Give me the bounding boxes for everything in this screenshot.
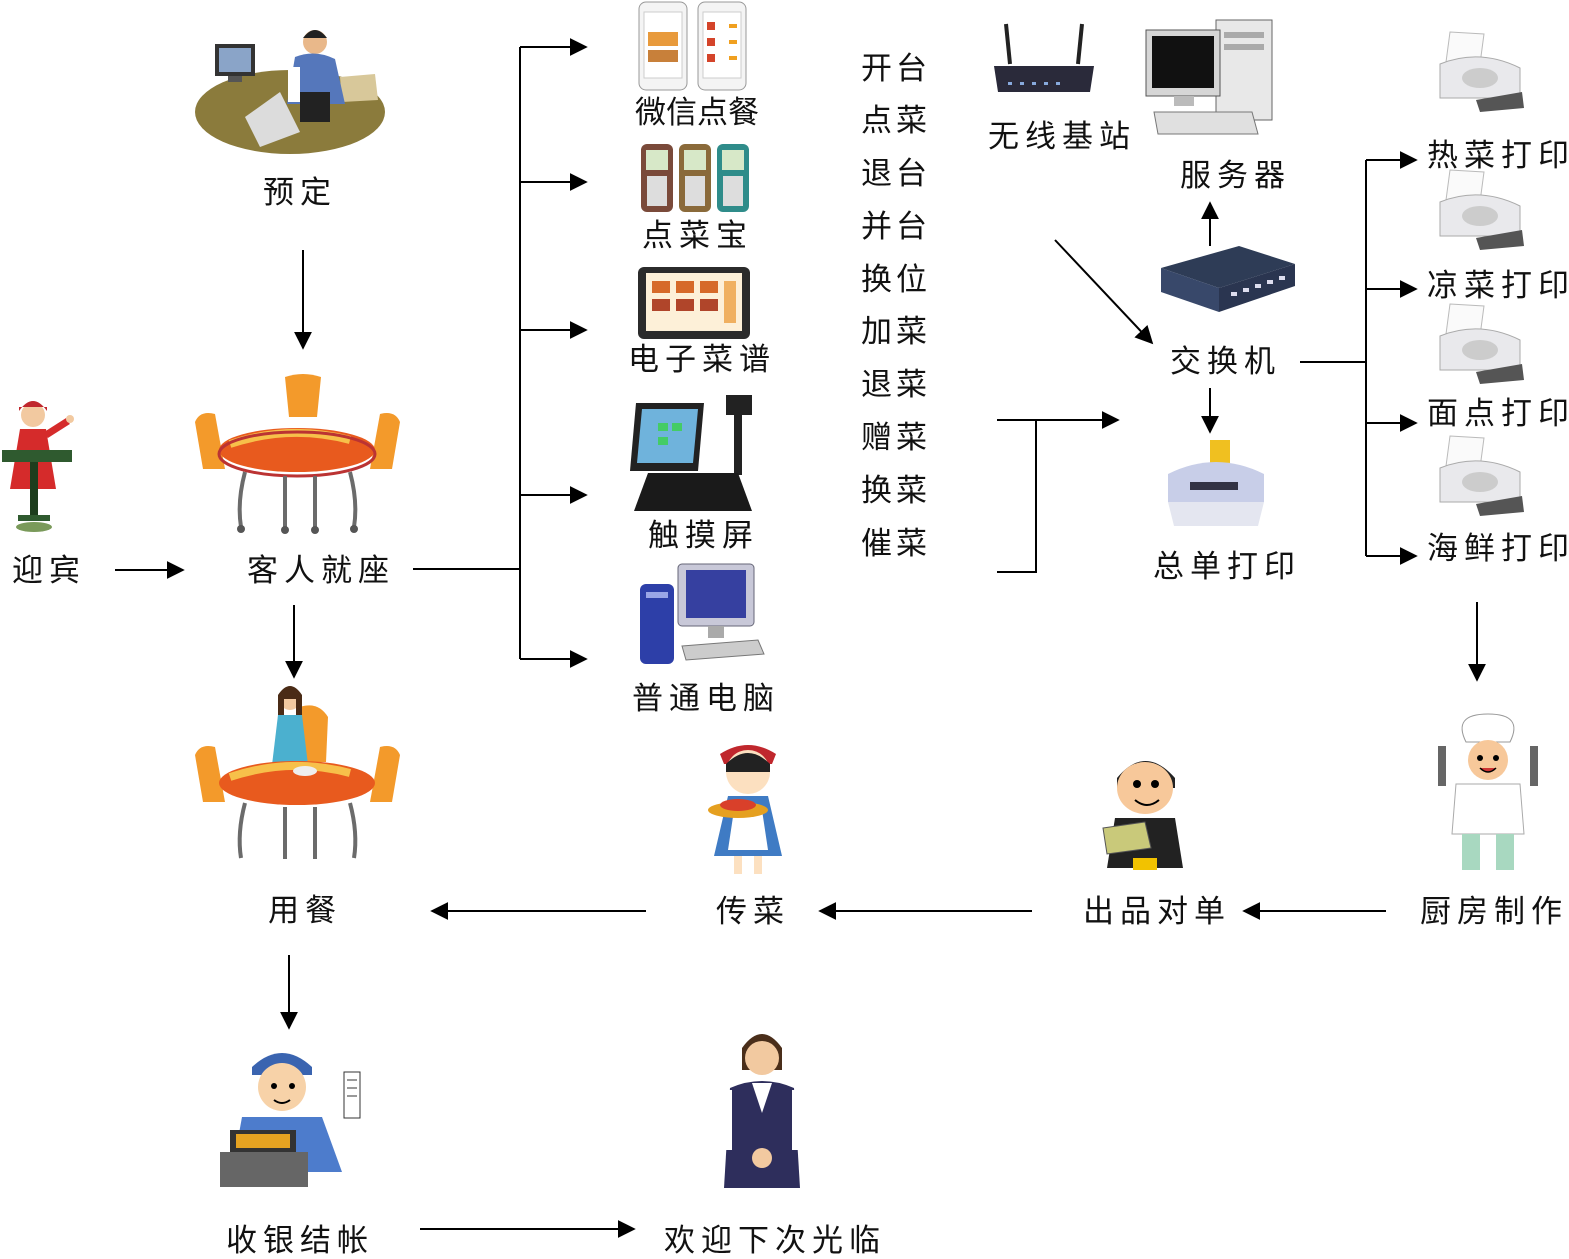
- operation-item: 换菜: [861, 473, 931, 509]
- operation-item: 催菜: [861, 526, 931, 562]
- node-farewell: 欢迎下次光临: [664, 1223, 886, 1259]
- printer-label: 海鲜打印: [1427, 531, 1569, 567]
- network-switch-icon: [1161, 246, 1295, 312]
- tablet-icon: [638, 267, 750, 339]
- printer-label: 凉菜打印: [1427, 268, 1569, 304]
- operation-item: 点菜: [861, 103, 931, 139]
- receptionist-icon: [720, 1034, 804, 1188]
- operation-item: 并台: [861, 209, 931, 245]
- smartphone-icon: [638, 1, 747, 91]
- kitchen-printer-icon: [1439, 169, 1524, 250]
- node-serve: 传菜: [716, 894, 790, 930]
- node-dine: 用餐: [268, 893, 342, 929]
- kitchen-printer-icon: [1439, 303, 1524, 384]
- server-pc-icon: [1145, 19, 1273, 135]
- node-seat: 客人就座: [247, 553, 395, 589]
- printer-label: 热菜打印: [1427, 138, 1569, 174]
- hostess-icon: [2, 401, 74, 532]
- node-greet: 迎宾: [12, 553, 86, 589]
- printer-label: 面点打印: [1427, 396, 1569, 432]
- operations-bracket: [997, 419, 1037, 573]
- desktop-pc-icon: [640, 563, 765, 664]
- network-master-print: 总单打印: [1153, 549, 1301, 585]
- network-switch: 交换机: [1170, 344, 1281, 380]
- device-label: 普通电脑: [632, 681, 780, 717]
- operation-item: 赠菜: [861, 420, 931, 456]
- pos-terminal-icon: [630, 395, 752, 511]
- operation-item: 加菜: [861, 314, 931, 350]
- cashier-icon: [220, 1053, 361, 1187]
- device-label: 微信点餐: [635, 95, 759, 131]
- chef-icon: [1438, 713, 1538, 870]
- device-label: 电子菜谱: [628, 342, 776, 378]
- office-worker-icon: [195, 30, 385, 154]
- checker-man-icon: [1102, 761, 1183, 870]
- node-kitchen: 厨房制作: [1420, 894, 1568, 930]
- network-wireless: 无线基站: [988, 119, 1136, 155]
- dining-woman-icon: [195, 686, 400, 859]
- node-reserve: 预定: [263, 175, 337, 211]
- network-server: 服务器: [1180, 158, 1291, 194]
- node-checkout: 收银结帐: [226, 1223, 374, 1259]
- operation-item: 退菜: [861, 367, 931, 403]
- node-check-order: 出品对单: [1083, 894, 1231, 930]
- handheld-device-icon: [641, 144, 749, 212]
- inkjet-printer-icon: [1168, 440, 1264, 526]
- waitress-icon: [708, 745, 782, 874]
- operation-item: 开台: [861, 51, 931, 87]
- kitchen-printer-icon: [1439, 435, 1524, 516]
- device-label: 点菜宝: [642, 218, 753, 254]
- device-label: 触摸屏: [648, 518, 759, 554]
- arrow-wireless-to-switch: [1054, 239, 1154, 345]
- operation-item: 换位: [861, 262, 931, 298]
- table-chairs-icon: [195, 374, 400, 534]
- kitchen-printer-icon: [1439, 31, 1524, 112]
- operation-item: 退台: [861, 156, 931, 192]
- router-icon: [994, 23, 1094, 92]
